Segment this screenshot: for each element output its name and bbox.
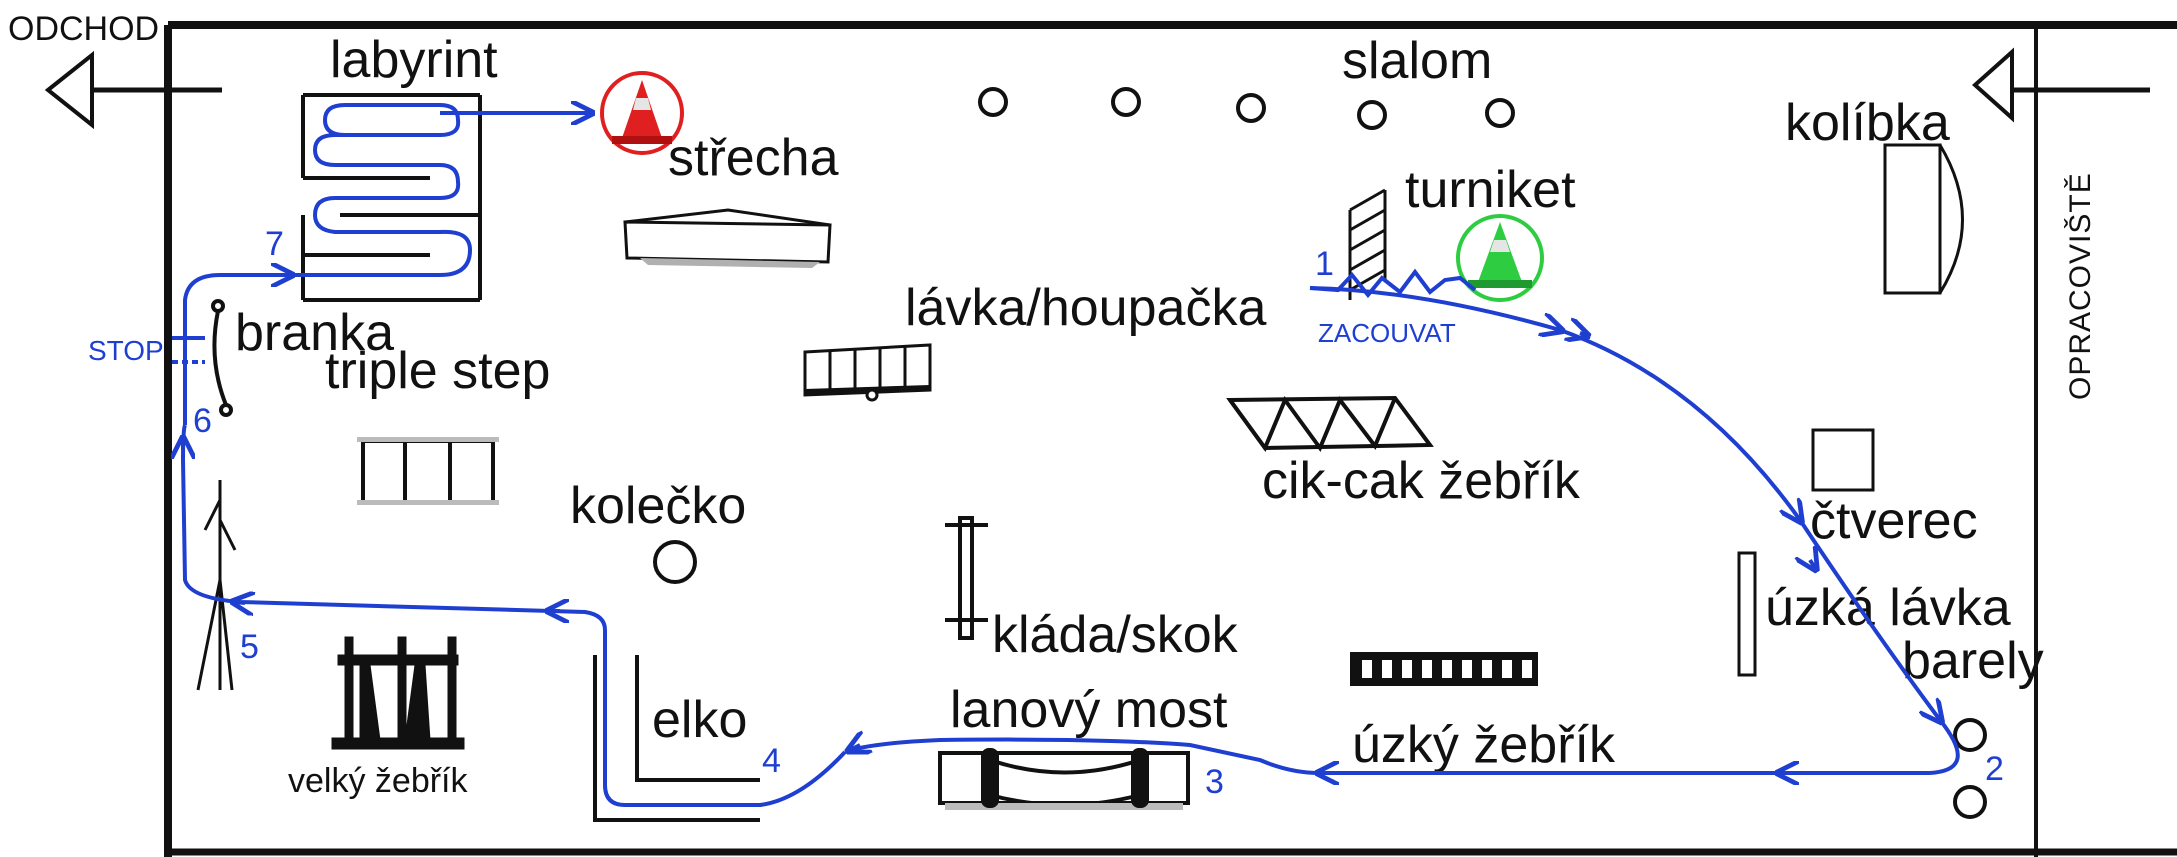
kolecko-label: kolečko bbox=[570, 477, 746, 535]
lavka-houpacka-icon bbox=[803, 343, 932, 402]
ctverec-icon bbox=[1811, 428, 1875, 492]
kolecko-icon bbox=[653, 540, 697, 584]
barely-label: barely bbox=[1902, 632, 2044, 690]
cikcak-zebrik-icon bbox=[1226, 395, 1434, 453]
labyrint-icon bbox=[301, 93, 482, 302]
start-cone-icon bbox=[1456, 214, 1544, 302]
stop-label: STOP bbox=[88, 335, 164, 366]
route-path bbox=[183, 105, 1960, 807]
barely-icon bbox=[1953, 718, 1987, 819]
kolibka-icon bbox=[1883, 143, 1964, 295]
klada-skok-label: kláda/skok bbox=[992, 606, 1239, 664]
klada-skok-icon bbox=[945, 516, 988, 640]
branka-icon bbox=[211, 299, 233, 417]
slalom-poles bbox=[978, 87, 1515, 130]
uzky-zebrik-icon bbox=[1350, 652, 1538, 686]
velky-zebrik-label: velký žebřík bbox=[288, 762, 468, 800]
route-number-2: 2 bbox=[1985, 750, 2004, 788]
strecha-label: střecha bbox=[668, 129, 839, 187]
exit-label: ODCHOD bbox=[8, 10, 159, 48]
branka-label: branka bbox=[235, 304, 394, 362]
uzky-zebrik-label: úzký žebřík bbox=[1352, 716, 1616, 774]
zacouvat-label: ZACOUVAT bbox=[1318, 318, 1456, 348]
strecha-icon bbox=[623, 208, 832, 268]
slalom-label: slalom bbox=[1342, 32, 1492, 90]
ctverec-label: čtverec bbox=[1810, 492, 1978, 550]
elko-label: elko bbox=[652, 691, 747, 749]
route-number-6: 6 bbox=[193, 402, 212, 440]
route-number-1: 1 bbox=[1315, 245, 1334, 283]
turniket-label: turniket bbox=[1405, 161, 1576, 219]
kolibka-label: kolíbka bbox=[1785, 94, 1950, 152]
route-number-4: 4 bbox=[762, 742, 781, 780]
route-number-7: 7 bbox=[265, 225, 284, 263]
cikcak-zebrik-label: cik-cak žebřík bbox=[1262, 452, 1581, 510]
poles-bundle-icon bbox=[196, 480, 237, 691]
stop-marker bbox=[172, 336, 205, 364]
lanovy-most-icon bbox=[938, 748, 1190, 810]
warmup-arrow-icon bbox=[1971, 47, 2150, 123]
lanovy-most-label: lanový most bbox=[950, 681, 1228, 739]
velky-zebrik-icon bbox=[331, 636, 465, 750]
lavka-houpacka-label: lávka/houpačka bbox=[905, 279, 1266, 337]
labyrint-label: labyrint bbox=[330, 31, 498, 89]
route-number-5: 5 bbox=[240, 628, 259, 666]
route-number-3: 3 bbox=[1205, 763, 1224, 801]
end-cone-icon bbox=[600, 71, 684, 155]
triple-step-label: triple step bbox=[325, 342, 550, 400]
arena-border bbox=[164, 21, 2177, 857]
uzka-lavka-label: úzká lávka bbox=[1765, 579, 2011, 637]
turniket-icon bbox=[1348, 188, 1387, 300]
exit-arrow-icon bbox=[44, 50, 222, 130]
triple-step-icon bbox=[357, 437, 499, 505]
warmup-label: OPRACOVIŠTĚ bbox=[2063, 172, 2097, 400]
uzka-lavka-icon bbox=[1737, 551, 1757, 677]
elko-icon bbox=[593, 655, 760, 822]
